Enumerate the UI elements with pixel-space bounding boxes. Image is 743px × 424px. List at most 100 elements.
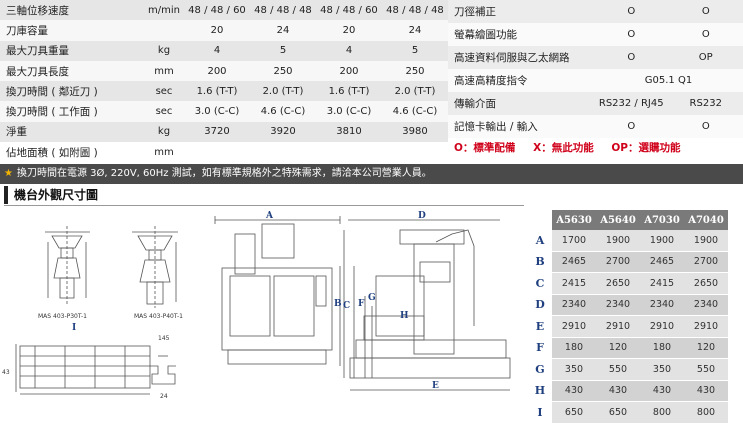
option-value: O xyxy=(594,23,669,46)
machine-drawing: A B C D E F G H I MAS 403-P30T-1 MAS 403… xyxy=(0,206,526,408)
spec-value: 5 xyxy=(250,41,316,61)
dims-model-header: A7040 xyxy=(684,210,728,230)
dims-row-label: A xyxy=(528,230,552,251)
option-value: RS232 / RJ45 xyxy=(594,92,669,115)
dim-43: 43 xyxy=(2,369,10,376)
dims-value: 2650 xyxy=(596,273,640,295)
dims-value: 2340 xyxy=(640,294,684,316)
spec-value: 4 xyxy=(184,41,250,61)
spec-value xyxy=(316,142,382,162)
dims-value: 430 xyxy=(640,380,684,402)
machine-front-view xyxy=(215,216,340,366)
tool-caption-1: MAS 403-P30T-1 xyxy=(38,313,87,320)
dims-value: 2340 xyxy=(684,294,728,316)
dims-row-label: B xyxy=(528,251,552,273)
spec-value: 3720 xyxy=(184,122,250,142)
dims-value: 350 xyxy=(552,359,596,381)
spec-value: 4.6 (C-C) xyxy=(250,101,316,121)
dims-row-label: G xyxy=(528,359,552,381)
dims-value: 2910 xyxy=(596,316,640,338)
dims-row-label: C xyxy=(528,273,552,295)
dim-145: 145 xyxy=(158,335,170,342)
spec-value: 48 / 48 / 48 xyxy=(250,0,316,20)
dims-value: 1700 xyxy=(552,230,596,251)
option-value: O xyxy=(669,115,743,138)
note-text: 換刀時間在電源 3Ø, 220V, 60Hz 測試，如有標準規格外之特殊需求，請… xyxy=(17,168,432,179)
spec-unit xyxy=(144,20,184,40)
spec-value: 3920 xyxy=(250,122,316,142)
note-bar: ★ 換刀時間在電源 3Ø, 220V, 60Hz 測試，如有標準規格外之特殊需求，… xyxy=(0,164,743,184)
dims-value: 2465 xyxy=(552,251,596,273)
spec-label: 換刀時間 ( 鄰近刀 ) xyxy=(0,81,144,101)
spec-value: 20 xyxy=(184,20,250,40)
dims-value: 550 xyxy=(684,359,728,381)
dim-24: 24 xyxy=(160,393,168,400)
dims-model-header: A7030 xyxy=(640,210,684,230)
dims-corner xyxy=(528,210,552,230)
dims-value: 2415 xyxy=(552,273,596,295)
dims-value: 800 xyxy=(684,402,728,424)
dims-value: 1900 xyxy=(684,230,728,251)
spec-value: 2.0 (T-T) xyxy=(250,81,316,101)
dims-value: 800 xyxy=(640,402,684,424)
option-value: O xyxy=(669,0,743,23)
option-value: OP xyxy=(669,46,743,69)
star-icon: ★ xyxy=(4,168,13,179)
dims-value: 650 xyxy=(552,402,596,424)
option-value: O xyxy=(594,115,669,138)
dims-value: 120 xyxy=(596,337,640,359)
dims-value: 2465 xyxy=(640,251,684,273)
spec-value: 24 xyxy=(250,20,316,40)
dims-value: 2415 xyxy=(640,273,684,295)
spec-label: 最大刀具長度 xyxy=(0,61,144,81)
spec-value: 250 xyxy=(382,61,448,81)
dims-row-label: I xyxy=(528,402,552,424)
spec-value: 48 / 48 / 60 xyxy=(316,0,382,20)
dims-row-label: H xyxy=(528,380,552,402)
option-label: 刀徑補正 xyxy=(448,0,594,23)
option-value: O xyxy=(594,46,669,69)
dims-value: 1900 xyxy=(640,230,684,251)
spec-label: 最大刀具重量 xyxy=(0,41,144,61)
tool-holder-1 xyxy=(45,226,90,304)
machine-side-view xyxy=(344,220,510,390)
spec-unit: sec xyxy=(144,101,184,121)
spec-value: 2.0 (T-T) xyxy=(382,81,448,101)
option-label: 高速資料伺服與乙太網路 xyxy=(448,46,594,69)
spec-value: 48 / 48 / 60 xyxy=(184,0,250,20)
spec-unit: kg xyxy=(144,122,184,142)
tool-caption-2: MAS 403-P40T-1 xyxy=(134,313,183,320)
spec-unit: sec xyxy=(144,81,184,101)
spec-value: 200 xyxy=(184,61,250,81)
spec-value xyxy=(250,142,316,162)
spec-value: 3810 xyxy=(316,122,382,142)
spec-label: 刀庫容量 xyxy=(0,20,144,40)
dims-value: 2650 xyxy=(684,273,728,295)
dims-row-label: E xyxy=(528,316,552,338)
section-title: 機台外觀尺寸圖 xyxy=(4,186,98,204)
dim-label-e: E xyxy=(432,381,439,391)
dim-label-b: B xyxy=(334,299,342,309)
dim-label-g: G xyxy=(368,293,376,303)
spec-label: 淨重 xyxy=(0,122,144,142)
dims-model-header: A5640 xyxy=(596,210,640,230)
dims-value: 650 xyxy=(596,402,640,424)
dims-value: 1900 xyxy=(596,230,640,251)
